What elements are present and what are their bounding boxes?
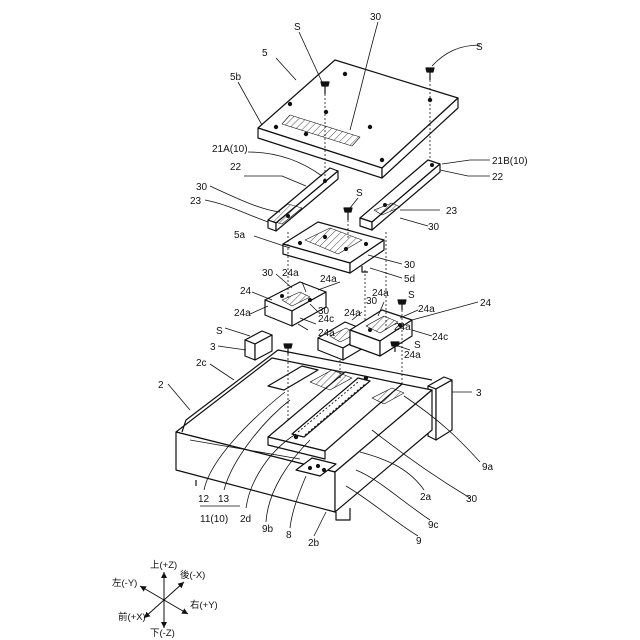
label-24a: 24a — [318, 328, 335, 339]
label-5b: 5b — [230, 72, 242, 83]
label-9a: 9a — [482, 462, 494, 473]
label-13: 13 — [218, 494, 230, 505]
label-8: 8 — [286, 530, 292, 541]
label-24a: 24a — [404, 350, 421, 361]
label-S: S — [476, 42, 483, 53]
label-24a: 24a — [320, 274, 337, 285]
label-30: 30 — [370, 12, 382, 23]
axis-up-label: 上(+Z) — [150, 560, 177, 571]
label-9: 9 — [416, 536, 422, 547]
label-2b: 2b — [308, 538, 320, 549]
label-30: 30 — [196, 182, 208, 193]
label-3: 3 — [476, 388, 482, 399]
label-30: 30 — [404, 260, 416, 271]
label-22: 22 — [230, 162, 242, 173]
label-3: 3 — [210, 342, 216, 353]
label-5: 5 — [262, 48, 268, 59]
label-2d: 2d — [240, 514, 251, 525]
label-9b: 9b — [262, 524, 274, 535]
label-24a: 24a — [418, 304, 435, 315]
label-24: 24 — [480, 298, 492, 309]
label-9c: 9c — [428, 520, 439, 531]
label-S: S — [216, 326, 223, 337]
label-24a: 24a — [394, 322, 411, 333]
label-2a: 2a — [420, 492, 432, 503]
label-30: 30 — [428, 222, 440, 233]
label-11: 11(10) — [200, 514, 228, 525]
label-S: S — [408, 290, 415, 301]
plate-5a — [283, 222, 384, 273]
label-S: S — [294, 22, 301, 33]
label-24a: 24a — [344, 308, 361, 319]
axis-left-label: 左(-Y) — [112, 577, 137, 589]
label-24: 24 — [240, 286, 252, 297]
label-24c: 24c — [432, 332, 448, 343]
label-22: 22 — [492, 172, 504, 183]
axis-back-label: 後(-X) — [180, 569, 205, 581]
label-23: 23 — [190, 196, 202, 207]
label-S: S — [356, 188, 363, 199]
label-24a: 24a — [372, 288, 389, 299]
rail-21A — [268, 168, 338, 231]
axis-down-label: 下(-Z) — [150, 628, 175, 639]
label-2c: 2c — [196, 358, 207, 369]
label-23: 23 — [446, 206, 458, 217]
axis-right-label: 右(+Y) — [190, 599, 218, 611]
screw-icon — [426, 68, 434, 80]
label-2: 2 — [158, 380, 164, 391]
axis-front-label: 前(+X) — [118, 611, 146, 623]
label-5a: 5a — [234, 230, 246, 241]
screw-icon — [398, 300, 406, 310]
label-24a: 24a — [234, 308, 251, 319]
block-24-left — [265, 282, 326, 326]
label-21B: 21B(10) — [492, 156, 528, 167]
label-12: 12 — [198, 494, 210, 505]
label-30: 30 — [262, 268, 274, 279]
label-30: 30 — [466, 494, 478, 505]
base-2 — [176, 350, 432, 520]
label-24a: 24a — [282, 268, 299, 279]
label-21A: 21A(10) — [212, 144, 248, 155]
label-5d: 5d — [404, 274, 415, 285]
screw-icon — [344, 208, 352, 220]
label-24c: 24c — [318, 314, 334, 325]
